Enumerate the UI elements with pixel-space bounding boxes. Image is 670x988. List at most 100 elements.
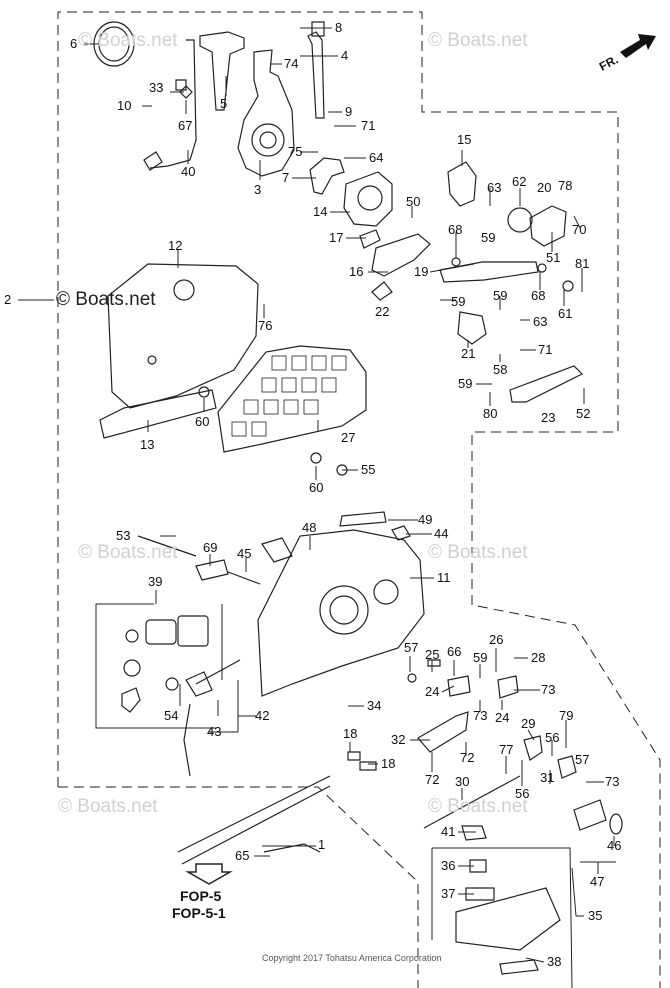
- part-label-42: 42: [255, 708, 270, 723]
- part-label-20: 20: [537, 180, 552, 195]
- part-label-9: 9: [345, 104, 353, 119]
- part-label-8: 8: [335, 20, 343, 35]
- part-label-40: 40: [181, 164, 196, 179]
- part-label-57b: 57: [575, 752, 590, 767]
- switch-and-wiring: [121, 535, 261, 777]
- watermark-mid-right: © Boats.net: [428, 542, 528, 563]
- main-housing: [257, 511, 425, 697]
- part-label-62: 62: [512, 174, 527, 189]
- part-label-63b: 63: [533, 314, 548, 329]
- part-label-12: 12: [168, 238, 183, 253]
- part-label-61: 61: [558, 306, 573, 321]
- reference-arrow-icon: [185, 863, 233, 885]
- part-label-19: 19: [414, 264, 429, 279]
- part-label-52: 52: [576, 406, 591, 421]
- part-label-79: 79: [559, 708, 574, 723]
- part-label-60b: 60: [309, 480, 324, 495]
- part-label-2: 2: [4, 292, 12, 307]
- part-label-73b: 73: [473, 708, 488, 723]
- part-label-37: 37: [441, 886, 456, 901]
- part-label-56b: 56: [515, 786, 530, 801]
- part-label-29: 29: [521, 716, 536, 731]
- part-label-63a: 63: [487, 180, 502, 195]
- sub-assembly-boxes: [95, 603, 573, 988]
- part-label-46: 46: [607, 838, 622, 853]
- part-label-43: 43: [207, 724, 222, 739]
- part-label-60a: 60: [195, 414, 210, 429]
- part-label-78: 78: [558, 178, 573, 193]
- part-label-64: 64: [369, 150, 384, 165]
- part-label-34: 34: [367, 698, 382, 713]
- part-label-80: 80: [483, 406, 498, 421]
- part-label-24a: 24: [425, 684, 440, 699]
- part-label-50: 50: [406, 194, 421, 209]
- part-label-68b: 68: [531, 288, 546, 303]
- part-label-41: 41: [441, 824, 456, 839]
- part-label-45: 45: [237, 546, 252, 561]
- part-label-13: 13: [140, 437, 155, 452]
- part-label-15: 15: [457, 132, 472, 147]
- part-label-17: 17: [329, 230, 344, 245]
- part-label-32: 32: [391, 732, 406, 747]
- part-label-48: 48: [302, 520, 317, 535]
- part-label-76: 76: [258, 318, 273, 333]
- part-label-4: 4: [341, 48, 349, 63]
- control-handle-assembly: [93, 21, 325, 177]
- part-label-47: 47: [590, 874, 605, 889]
- reference-fop-5: FOP-5: [180, 888, 222, 904]
- part-label-25: 25: [425, 647, 440, 662]
- part-label-10: 10: [117, 98, 132, 113]
- part-label-18b: 18: [381, 756, 396, 771]
- front-direction-arrow-icon: [620, 34, 656, 58]
- part-label-30: 30: [455, 774, 470, 789]
- part-label-49: 49: [418, 512, 433, 527]
- part-label-66: 66: [447, 644, 462, 659]
- copyright-notice: Copyright 2017 Tohatsu America Corporati…: [262, 953, 442, 963]
- part-label-73c: 73: [605, 774, 620, 789]
- side-covers: [99, 263, 367, 476]
- part-label-3: 3: [254, 182, 262, 197]
- part-label-21: 21: [461, 346, 476, 361]
- part-label-16: 16: [349, 264, 364, 279]
- part-label-5: 5: [220, 96, 228, 111]
- part-label-27: 27: [341, 430, 356, 445]
- part-label-39: 39: [148, 574, 163, 589]
- part-label-26: 26: [489, 632, 504, 647]
- part-label-67: 67: [178, 118, 193, 133]
- part-label-65: 65: [235, 848, 250, 863]
- part-label-59b: 59: [451, 294, 466, 309]
- part-label-28: 28: [531, 650, 546, 665]
- part-label-71b: 71: [538, 342, 553, 357]
- part-label-75: 75: [288, 144, 303, 159]
- part-label-38: 38: [547, 954, 562, 969]
- part-label-71a: 71: [361, 118, 376, 133]
- watermark-lower-left: © Boats.net: [58, 796, 158, 817]
- lower-parts: [177, 659, 623, 975]
- leader-lines: [18, 27, 616, 963]
- part-label-22: 22: [375, 304, 390, 319]
- part-label-11: 11: [437, 570, 451, 585]
- part-label-81: 81: [575, 256, 590, 271]
- part-label-56a: 56: [545, 730, 560, 745]
- watermark-main: © Boats.net: [56, 289, 156, 310]
- part-label-44: 44: [434, 526, 449, 541]
- part-label-54: 54: [164, 708, 179, 723]
- part-label-69: 69: [203, 540, 218, 555]
- part-label-58: 58: [493, 362, 508, 377]
- part-label-14: 14: [313, 204, 328, 219]
- part-label-18a: 18: [343, 726, 358, 741]
- part-label-24b: 24: [495, 710, 510, 725]
- watermark-mid-left: © Boats.net: [78, 542, 178, 563]
- part-label-59c: 59: [493, 288, 508, 303]
- part-label-36: 36: [441, 858, 456, 873]
- part-label-33: 33: [149, 80, 164, 95]
- part-label-55: 55: [361, 462, 376, 477]
- reference-fop-5-1: FOP-5-1: [172, 905, 226, 921]
- part-label-72a: 72: [425, 772, 440, 787]
- part-label-59e: 59: [473, 650, 488, 665]
- part-label-53: 53: [116, 528, 131, 543]
- part-label-51: 51: [546, 250, 561, 265]
- watermark-top-left: © Boats.net: [78, 30, 178, 51]
- part-label-72b: 72: [460, 750, 475, 765]
